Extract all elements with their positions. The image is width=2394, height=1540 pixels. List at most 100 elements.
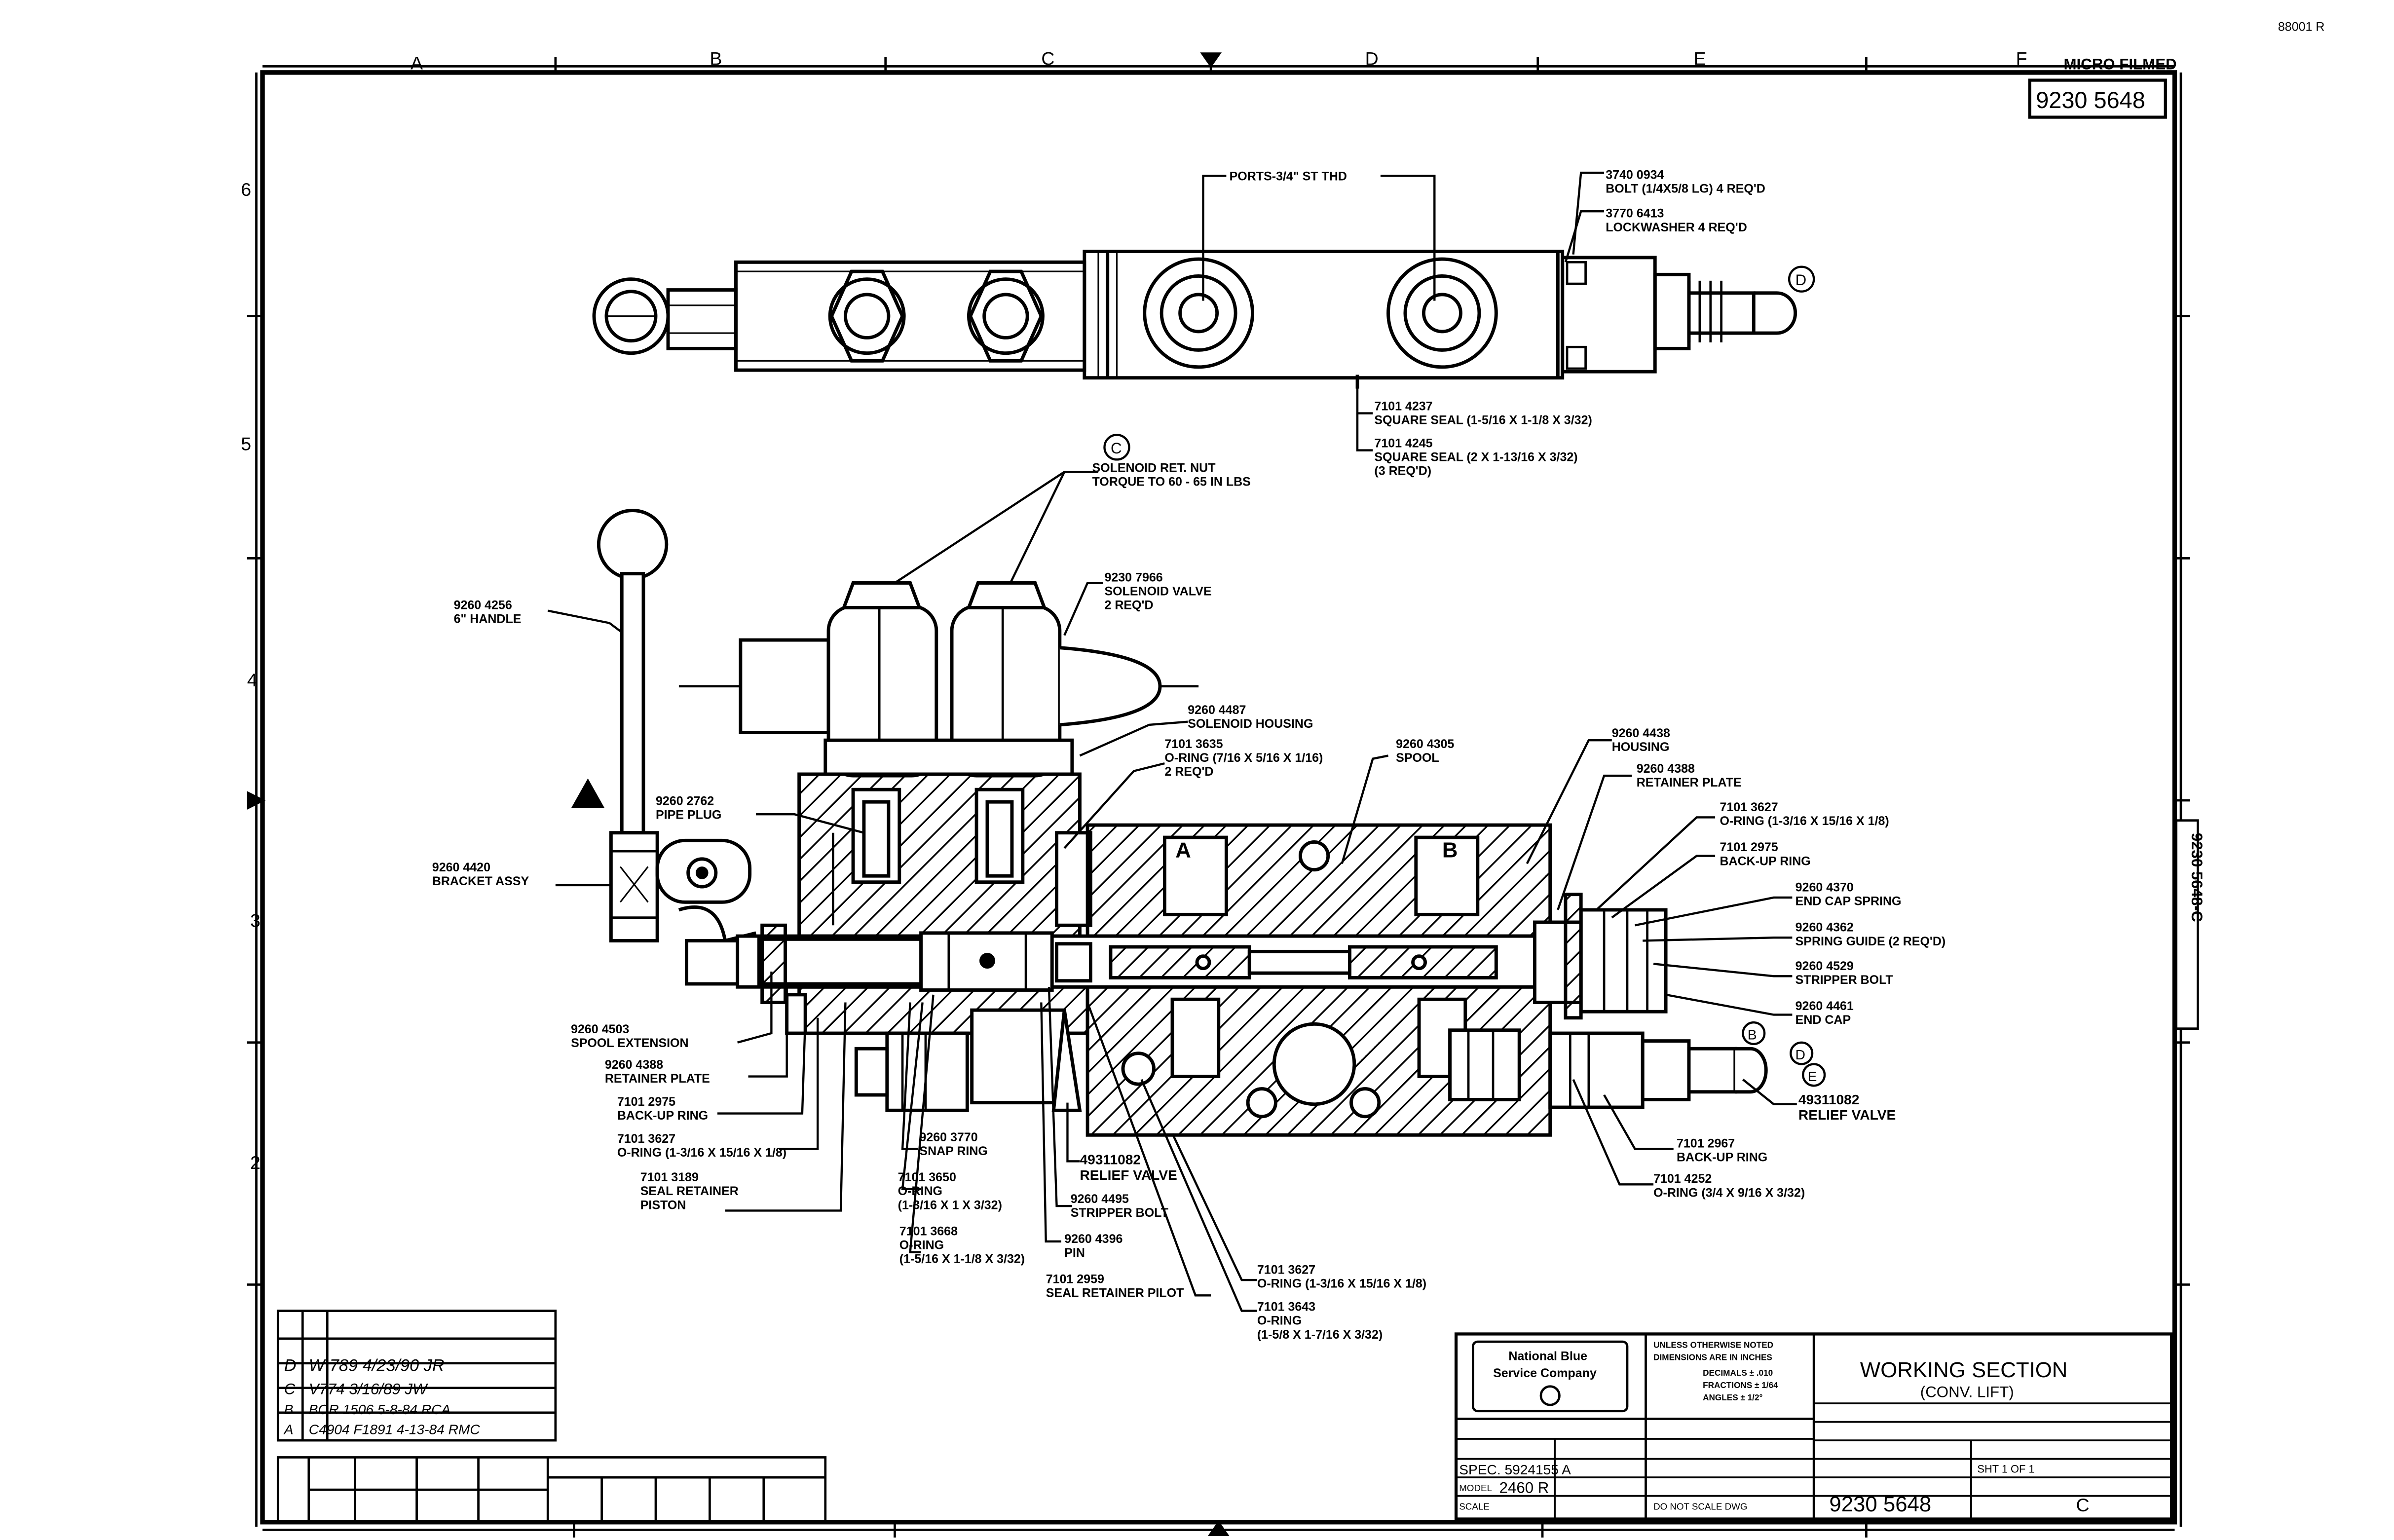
- revision-c-letter: C: [284, 1380, 296, 1397]
- solenoid-nut-callout-line-2: TORQUE TO 60 - 65 IN LBS: [1092, 475, 1250, 488]
- stripper-bolt-right-callout-line-2: STRIPPER BOLT: [1796, 973, 1893, 987]
- tolerance-note-1: UNLESS OTHERWISE NOTED: [1653, 1340, 1773, 1350]
- oring-6-callout-line-1: 7101 3627: [1257, 1263, 1315, 1277]
- company-name-line1: National Blue: [1508, 1350, 1587, 1363]
- corner-stamp: 88001 R: [2278, 20, 2325, 34]
- oring-5-callout-line-3: (1-5/16 X 1-1/8 X 3/32): [899, 1252, 1025, 1266]
- revision-entries: D W 789 4/23/90 JR C V774 3/16/89 JW B B…: [283, 1356, 481, 1437]
- oring-6-callout-line-2: O-RING (1-3/16 X 15/16 X 1/8): [1257, 1277, 1426, 1291]
- end-cap-spring-callout-line-2: END CAP SPRING: [1796, 895, 1902, 908]
- circle-markers: [1103, 265, 1826, 1087]
- micro-filmed-label: MICRO FILMED: [2063, 56, 2176, 73]
- oring-3-callout-line-2: O-RING (1-3/16 X 15/16 X 1/8): [617, 1146, 786, 1160]
- marker-d-lower: D: [1796, 1047, 1805, 1062]
- oring-8-callout-line-2: O-RING (3/4 X 9/16 X 3/32): [1653, 1186, 1805, 1200]
- revision-c-text: V774 3/16/89 JW: [309, 1380, 428, 1397]
- solenoid-housing-callout-line-2: SOLENOID HOUSING: [1188, 717, 1313, 731]
- center-arrow-top: [1200, 52, 1222, 68]
- seal-retainer-pilot-callout-line-2: SEAL RETAINER PILOT: [1046, 1286, 1184, 1300]
- revision-b-letter: B: [284, 1402, 294, 1417]
- zone-letter-c: C: [1041, 48, 1054, 69]
- solenoid-valve-callout-line-1: 9230 7966: [1104, 570, 1162, 584]
- revision-d-text: W 789 4/23/90 JR: [309, 1356, 445, 1375]
- svg-text:9230 5648-C: 9230 5648-C: [2188, 833, 2206, 922]
- drawing-title-line2: (CONV. LIFT): [1920, 1384, 2014, 1401]
- backup-ring-right-callout-line-2: BACK-UP RING: [1720, 854, 1811, 868]
- zone-number-2: 2: [250, 1152, 261, 1173]
- ports-callout-line-1: PORTS-3/4" ST THD: [1230, 170, 1347, 184]
- tolerance-note-2: DIMENSIONS ARE IN INCHES: [1653, 1352, 1772, 1362]
- snap-ring-callout-line-2: SNAP RING: [919, 1144, 987, 1158]
- seal-retainer-pilot-callout-line-1: 7101 2959: [1046, 1272, 1104, 1286]
- oring-4-callout-line-2: O-RING: [898, 1184, 942, 1198]
- marker-c: C: [1111, 440, 1122, 457]
- spool-callout-line-1: 9260 4305: [1396, 737, 1454, 751]
- backup-ring-lower-callout-line-1: 7101 2967: [1677, 1136, 1735, 1150]
- revision-a-text: C4904 F1891 4-13-84 RMC: [309, 1422, 481, 1437]
- leader-lines: [547, 171, 1797, 1312]
- oring-2-callout-line-2: O-RING (1-3/16 X 15/16 X 1/8): [1720, 814, 1889, 828]
- marker-b: B: [1748, 1027, 1757, 1043]
- zone-number-5: 5: [241, 434, 251, 454]
- seal-retainer-callout-line-2: SEAL RETAINER: [640, 1184, 739, 1198]
- end-cap-spring-callout-line-1: 9260 4370: [1796, 880, 1854, 894]
- solenoid-valve-callout-line-2: SOLENOID VALVE: [1104, 584, 1211, 598]
- square-seal-1-callout-line-2: SQUARE SEAL (1-5/16 X 1-1/8 X 3/32): [1374, 413, 1592, 427]
- retainer-plate-left-callout-line-1: 9260 4388: [605, 1058, 663, 1072]
- port-a-label: A: [1175, 838, 1191, 863]
- marker-e: E: [1808, 1069, 1817, 1084]
- zone-letter-f: F: [2016, 48, 2027, 69]
- ports-callout: PORTS-3/4" ST THD: [1230, 170, 1347, 184]
- pin-callout-line-2: PIN: [1064, 1246, 1085, 1260]
- retainer-plate-right-callout-line-1: 9260 4388: [1637, 762, 1695, 776]
- bolt-callout-line-2: BOLT (1/4X5/8 LG) 4 REQ'D: [1606, 182, 1765, 196]
- square-seal-2-callout-line-1: 7101 4245: [1374, 436, 1432, 450]
- lockwasher-callout-line-1: 3770 6413: [1606, 207, 1664, 221]
- pin-callout-line-1: 9260 4396: [1064, 1232, 1122, 1246]
- seal-retainer-callout-line-3: PISTON: [640, 1198, 686, 1212]
- drawing-border: [247, 57, 2190, 1538]
- pipe-plug-callout-line-1: 9260 2762: [656, 794, 714, 808]
- oring-1-callout-line-2: O-RING (7/16 X 5/16 X 1/16): [1164, 751, 1323, 765]
- spec-number: SPEC. 5924155 A: [1459, 1462, 1571, 1477]
- oring-4-callout-line-1: 7101 3650: [898, 1170, 956, 1184]
- model-label: MODEL: [1459, 1483, 1492, 1493]
- stripper-bolt-left-callout-line-1: 9260 4495: [1071, 1192, 1129, 1206]
- company-name-line2: Service Company: [1493, 1366, 1597, 1380]
- backup-ring-left-callout-line-2: BACK-UP RING: [617, 1109, 708, 1123]
- stripper-bolt-left-callout-line-2: STRIPPER BOLT: [1071, 1206, 1168, 1220]
- bracket-callout-line-2: BRACKET ASSY: [432, 874, 529, 888]
- solenoid-valve-callout-line-3: 2 REQ'D: [1104, 599, 1153, 612]
- revision-d-letter: D: [284, 1356, 297, 1375]
- zone-number-6: 6: [241, 179, 251, 200]
- oring-8-callout-line-1: 7101 4252: [1653, 1172, 1712, 1186]
- oring-1-callout-line-3: 2 REQ'D: [1164, 765, 1213, 779]
- drawing-title-line1: WORKING SECTION: [1860, 1358, 2068, 1382]
- oring-7-callout-line-3: (1-5/8 X 1-7/16 X 3/32): [1257, 1328, 1383, 1342]
- retainer-plate-right-callout-line-2: RETAINER PLATE: [1637, 776, 1742, 789]
- model-number: 2460 R: [1499, 1479, 1549, 1496]
- oring-3-callout-line-1: 7101 3627: [617, 1132, 675, 1146]
